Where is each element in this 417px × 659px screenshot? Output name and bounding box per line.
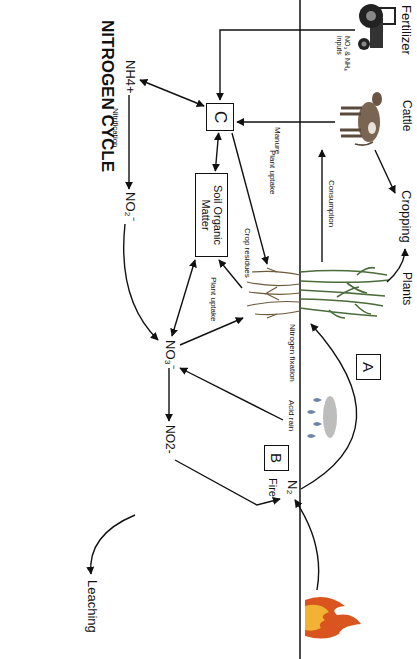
cow-picture: [340, 129, 361, 132]
tractor-picture: [366, 11, 376, 21]
process-label: N₂: [284, 480, 299, 494]
labelled-box: Soil Organic Matter: [195, 173, 228, 257]
flow-connector: [215, 133, 218, 171]
plant-stems: [300, 271, 387, 275]
cow-picture: [340, 113, 361, 116]
plant-stems: [300, 280, 389, 282]
fire-picture: [305, 597, 361, 638]
process-label: Plant uptake: [268, 150, 277, 194]
process-arrows: [301, 324, 357, 489]
fire-picture: [305, 597, 361, 638]
plant-roots: [247, 282, 300, 286]
plant-stems: [329, 310, 345, 318]
process-label: Leaching: [84, 580, 99, 633]
process-label: NH4+: [122, 60, 137, 94]
acid-rain-picture: [307, 410, 316, 414]
process-label: Nitrogen fixation: [288, 324, 297, 382]
box-label: C: [210, 111, 230, 123]
box-label: Soil Organic Matter: [199, 181, 224, 249]
cow-picture: [341, 135, 362, 138]
process-label: NO₃⁻: [162, 340, 177, 369]
cow-picture: [368, 122, 376, 134]
process-arrows: [168, 368, 169, 421]
ground-line: [299, 0, 301, 659]
process-arrows: [180, 368, 283, 420]
process-arrows: [128, 95, 129, 189]
diagram-title: NITROGEN CYCLE: [97, 20, 117, 172]
plant-roots: [267, 314, 277, 318]
box-label: A: [360, 362, 377, 372]
process-arrows: [237, 121, 335, 122]
process-arrows: [220, 30, 355, 100]
plant-stems: [337, 287, 359, 297]
process-label: NO₃ & NH₄ inputs: [335, 36, 351, 76]
two-way-arrows: [172, 260, 195, 336]
process-label: Cattle: [399, 100, 413, 131]
plant-stems: [355, 304, 371, 314]
plant-roots: [255, 311, 300, 315]
process-label: Plants: [399, 272, 413, 305]
tractor-picture: [359, 4, 383, 28]
two-way-arrows: [140, 80, 204, 106]
process-arrows: [180, 318, 243, 345]
process-label: Crop residues: [243, 228, 252, 278]
plant-stems: [300, 268, 389, 318]
process-label: Plant uptake: [209, 277, 218, 321]
process-arrows: [295, 500, 319, 590]
acid-rain-picture: [313, 398, 322, 402]
process-label: Consumption: [327, 180, 336, 227]
plant-roots: [267, 294, 279, 300]
box-label: B: [268, 453, 285, 463]
plant-stems: [300, 299, 383, 306]
plant-roots: [247, 268, 300, 318]
process-label: Fire: [266, 478, 279, 497]
process-arrows: [375, 150, 395, 193]
acid-rain-picture: [307, 434, 316, 438]
acid-rain-picture: [307, 396, 337, 438]
labelled-box: A: [356, 354, 381, 380]
cow-picture: [355, 142, 373, 145]
process-label: Acid rain: [287, 400, 296, 431]
process-arrows: [91, 515, 135, 574]
ground-line: [300, 0, 301, 659]
process-label: Nitrification: [111, 108, 120, 148]
cow-picture: [341, 107, 362, 110]
process-label: Cropping: [398, 190, 413, 243]
fire-picture: [305, 605, 329, 631]
process-arrows: [91, 30, 405, 590]
process-arrows: [124, 224, 158, 340]
tractor-picture: [358, 38, 370, 50]
process-label: Fertilizer: [398, 5, 413, 55]
acid-rain-picture: [313, 422, 322, 426]
cow-picture: [372, 92, 382, 106]
plant-roots: [267, 268, 277, 272]
acid-rain-picture: [323, 396, 337, 438]
plant-roots: [249, 292, 300, 294]
process-label: NO₂⁻: [122, 192, 137, 221]
process-arrows: [321, 150, 322, 262]
process-label: NO2-: [162, 425, 176, 454]
process-arrows: [219, 260, 242, 288]
cow-picture: [340, 92, 382, 145]
labelled-box: B: [264, 445, 289, 471]
plant-roots: [247, 302, 300, 307]
tractor-picture: [358, 4, 395, 50]
labelled-box: C: [206, 103, 234, 131]
plant-stems: [357, 268, 375, 275]
plant-roots: [265, 287, 277, 294]
tractor-picture: [362, 42, 367, 47]
